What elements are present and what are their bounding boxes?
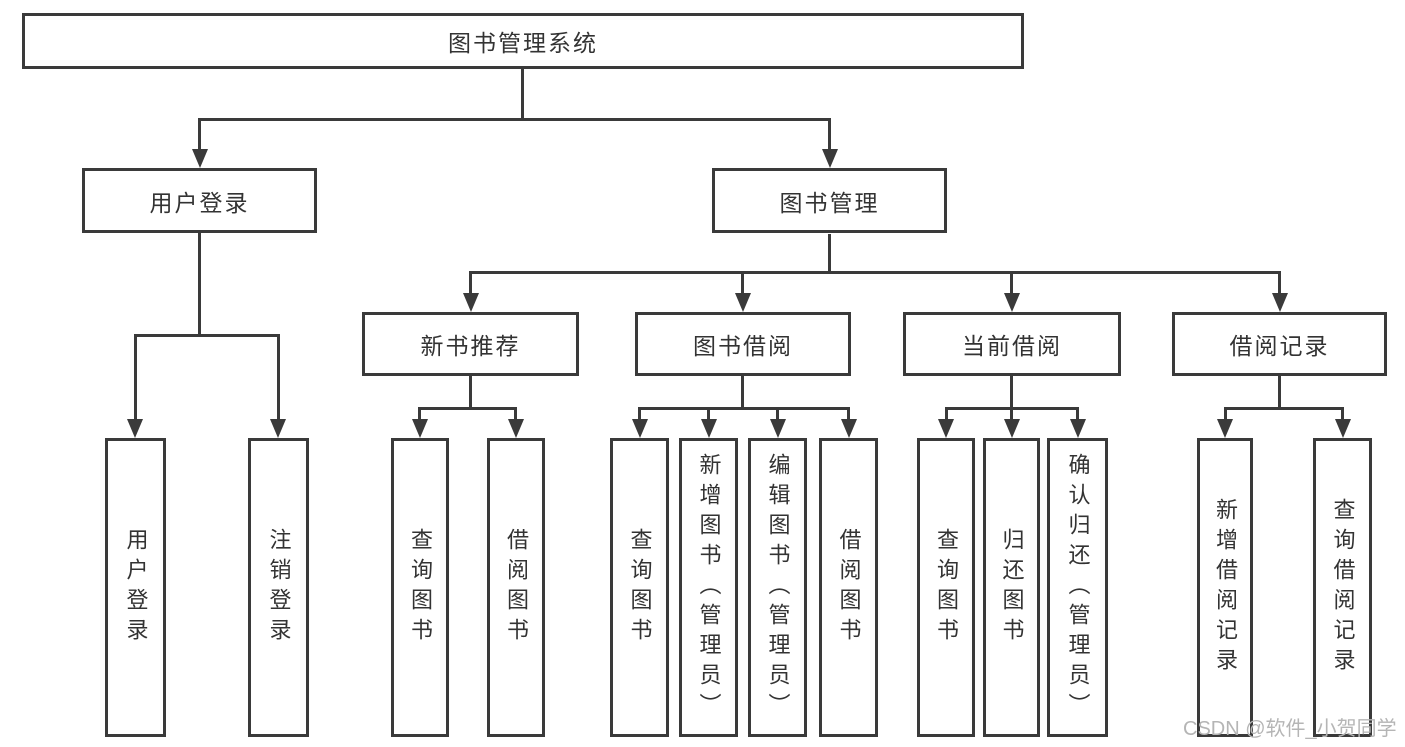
node-book-borrowing: 图书借阅 [635, 312, 851, 376]
connector-line [1341, 407, 1344, 420]
node-book-management: 图书管理 [712, 168, 947, 233]
leaf-confirm-return-admin: 确认归还（管理员） [1047, 438, 1108, 737]
connector-line [1224, 407, 1344, 410]
connector-line [198, 118, 201, 151]
connector-line [776, 407, 779, 420]
connector-line [1010, 376, 1013, 410]
arrow-down-icon [1217, 419, 1233, 438]
connector-line [638, 407, 850, 410]
leaf-borrow-books-recommend: 借阅图书 [487, 438, 545, 737]
connector-line [418, 407, 421, 420]
leaf-borrow-books: 借阅图书 [819, 438, 878, 737]
watermark-text: CSDN @软件_小贺同学 [1183, 718, 1397, 740]
connector-line [134, 334, 137, 419]
arrow-down-icon [735, 293, 751, 312]
arrow-down-icon [701, 419, 717, 438]
connector-line [945, 407, 948, 420]
connector-line [514, 407, 517, 420]
connector-line [1278, 376, 1281, 410]
connector-line [1010, 271, 1013, 294]
arrow-down-icon [1272, 293, 1288, 312]
leaf-user-login: 用户登录 [105, 438, 166, 737]
leaf-query-books-borrow: 查询图书 [610, 438, 669, 737]
arrow-down-icon [508, 419, 524, 438]
connector-line [198, 118, 831, 121]
leaf-add-book-admin: 新增图书（管理员） [679, 438, 738, 737]
connector-line [828, 234, 831, 274]
node-library-management-system: 图书管理系统 [22, 13, 1024, 69]
leaf-query-books-recommend: 查询图书 [391, 438, 449, 737]
connector-line [277, 334, 280, 419]
arrow-down-icon [841, 419, 857, 438]
connector-line [638, 407, 641, 420]
arrow-down-icon [412, 419, 428, 438]
node-borrowing-records: 借阅记录 [1172, 312, 1387, 376]
connector-line [469, 376, 472, 410]
leaf-query-books-current: 查询图书 [917, 438, 975, 737]
arrow-down-icon [270, 419, 286, 438]
arrow-down-icon [938, 419, 954, 438]
leaf-return-books: 归还图书 [983, 438, 1040, 737]
arrow-down-icon [127, 419, 143, 438]
arrow-down-icon [192, 149, 208, 168]
arrow-down-icon [1004, 293, 1020, 312]
arrow-down-icon [1004, 419, 1020, 438]
arrow-down-icon [770, 419, 786, 438]
connector-line [198, 233, 201, 337]
leaf-query-borrow-record: 查询借阅记录 [1313, 438, 1372, 737]
connector-line [1010, 407, 1013, 420]
connector-line [134, 334, 280, 337]
arrow-down-icon [822, 149, 838, 168]
connector-line [707, 407, 710, 420]
connector-line [741, 376, 744, 410]
leaf-logout: 注销登录 [248, 438, 309, 737]
arrow-down-icon [632, 419, 648, 438]
node-current-borrowing: 当前借阅 [903, 312, 1121, 376]
arrow-down-icon [1335, 419, 1351, 438]
leaf-add-borrow-record: 新增借阅记录 [1197, 438, 1253, 737]
connector-line [469, 271, 472, 294]
connector-line [1224, 407, 1227, 420]
connector-line [828, 118, 831, 151]
connector-line [418, 407, 517, 410]
connector-line [1076, 407, 1079, 420]
connector-line [741, 271, 744, 294]
connector-line [469, 271, 1281, 274]
arrow-down-icon [463, 293, 479, 312]
connector-line [847, 407, 850, 420]
node-user-login: 用户登录 [82, 168, 317, 233]
node-new-book-recommendation: 新书推荐 [362, 312, 579, 376]
arrow-down-icon [1070, 419, 1086, 438]
leaf-edit-book-admin: 编辑图书（管理员） [748, 438, 807, 737]
connector-line [1278, 271, 1281, 294]
connector-line [521, 69, 524, 119]
